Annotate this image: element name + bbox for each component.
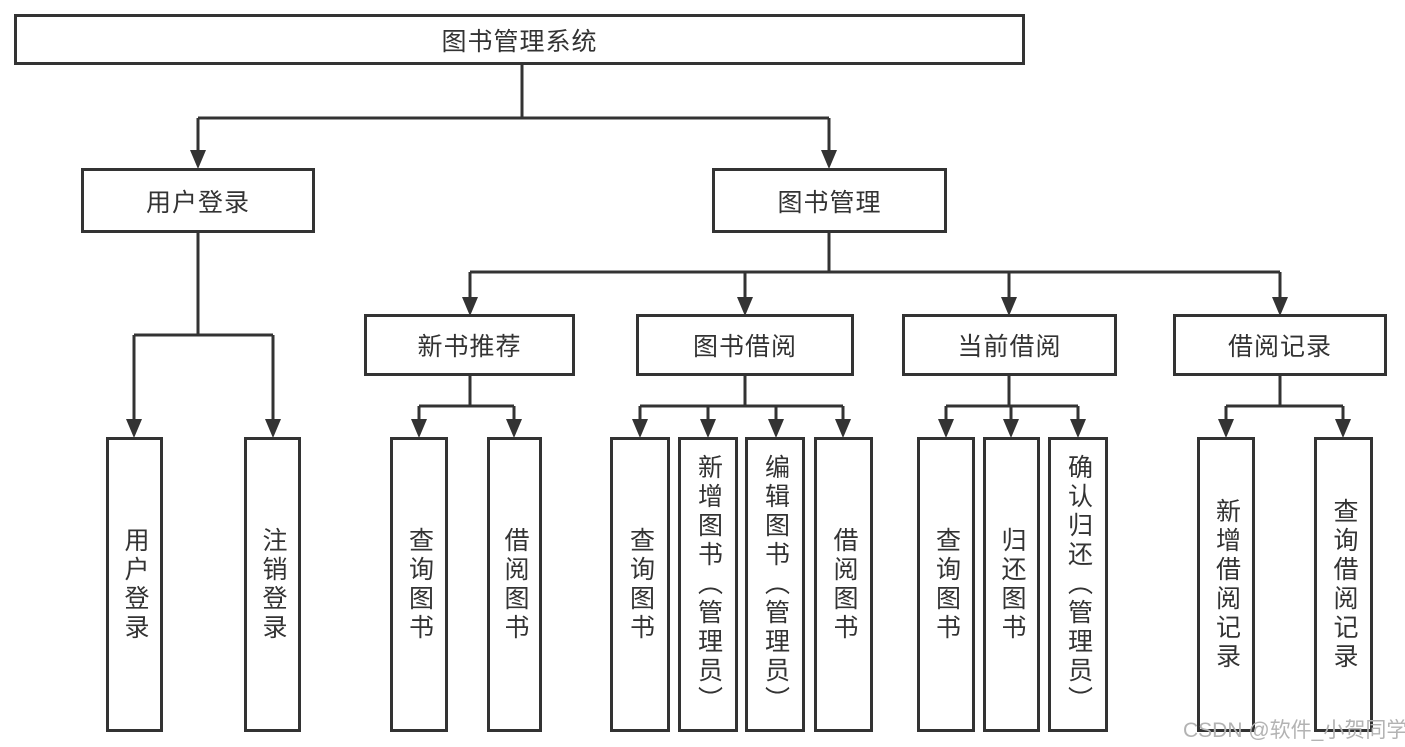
leaf-add-borrow-record: 新增借阅记录 [1197,437,1255,732]
arrowhead [700,419,716,438]
node-book-borrow: 图书借阅 [636,314,854,376]
leaf-query-books-3: 查询图书 [917,437,975,732]
node-book-management: 图书管理 [712,168,947,233]
leaf-logout: 注销登录 [244,437,301,732]
csdn-watermark: CSDN @软件_小贺同学 [1183,719,1405,742]
arrowhead [632,419,648,438]
arrowhead [1335,419,1351,438]
arrowhead [1218,419,1234,438]
leaf-label: 查询图书 [932,526,961,643]
arrowhead [506,419,522,438]
leaf-confirm-return-admin: 确认归还（管理员） [1048,437,1108,732]
leaf-label: 借阅图书 [501,526,529,643]
leaf-label: 查询借阅记录 [1330,497,1358,672]
arrowhead [190,150,206,169]
leaf-label: 注销登录 [259,526,287,643]
arrowhead [411,419,427,438]
leaf-borrow-books-1: 借阅图书 [487,437,542,732]
leaf-query-borrow-record: 查询借阅记录 [1314,437,1373,732]
leaf-label: 编辑图书（管理员） [761,454,790,715]
arrowhead [1003,419,1019,438]
leaf-query-books-1: 查询图书 [390,437,448,732]
leaf-edit-book-admin: 编辑图书（管理员） [745,437,805,732]
leaf-label: 借阅图书 [830,526,858,643]
arrowhead [768,419,784,438]
node-new-book-recommend: 新书推荐 [364,314,575,376]
arrowhead [265,419,281,438]
arrowhead [835,419,851,438]
leaf-return-book: 归还图书 [983,437,1040,732]
node-user-login: 用户登录 [81,168,315,233]
leaf-query-books-2: 查询图书 [610,437,670,732]
leaf-label: 新增图书（管理员） [694,454,723,715]
node-borrow-records: 借阅记录 [1173,314,1387,376]
arrowhead [1070,419,1086,438]
leaf-label: 归还图书 [998,526,1026,643]
leaf-label: 查询图书 [626,526,655,643]
arrowhead [126,419,142,438]
arrowhead [821,150,837,169]
node-library-system: 图书管理系统 [14,14,1025,65]
leaf-user-login: 用户登录 [106,437,163,732]
leaf-borrow-books-2: 借阅图书 [814,437,873,732]
leaf-label: 确认归还（管理员） [1064,454,1093,715]
node-current-borrow: 当前借阅 [902,314,1117,376]
leaf-label: 查询图书 [405,526,434,643]
leaf-add-book-admin: 新增图书（管理员） [678,437,738,732]
arrowhead [938,419,954,438]
leaf-label: 用户登录 [121,526,149,643]
leaf-label: 新增借阅记录 [1212,497,1241,672]
